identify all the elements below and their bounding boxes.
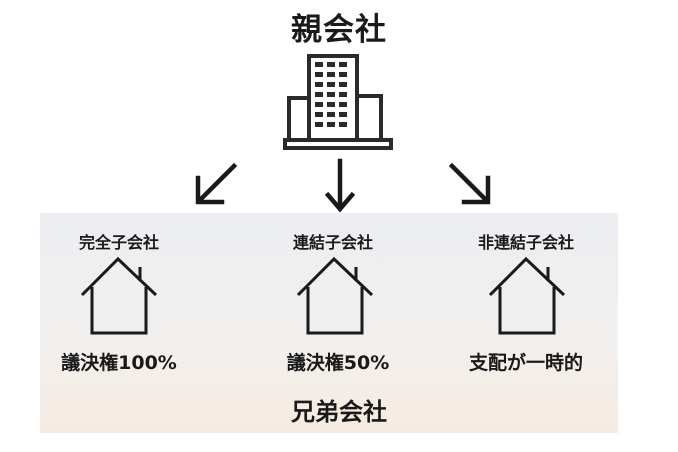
voting-rights-value: 議決権50% [286, 352, 390, 374]
office-building-icon [283, 54, 393, 150]
sibling-company-label: 兄弟会社 [291, 398, 387, 426]
parent-company-title: 親会社 [291, 12, 387, 48]
subsidiary-label: 完全子会社 [78, 233, 160, 252]
arrow-right-icon [448, 162, 491, 205]
control-status-value: 支配が一時的 [468, 352, 584, 374]
voting-rights-value: 議決権100% [61, 352, 177, 374]
house-icon [488, 256, 566, 335]
house-icon [296, 256, 374, 335]
subsidiary-label: 連結子会社 [292, 233, 374, 252]
house-icon [80, 256, 158, 335]
subsidiary-panel [40, 213, 618, 433]
arrow-left-icon [195, 162, 238, 205]
subsidiary-label: 非連結子会社 [477, 233, 575, 252]
arrow-down-icon [324, 158, 356, 213]
